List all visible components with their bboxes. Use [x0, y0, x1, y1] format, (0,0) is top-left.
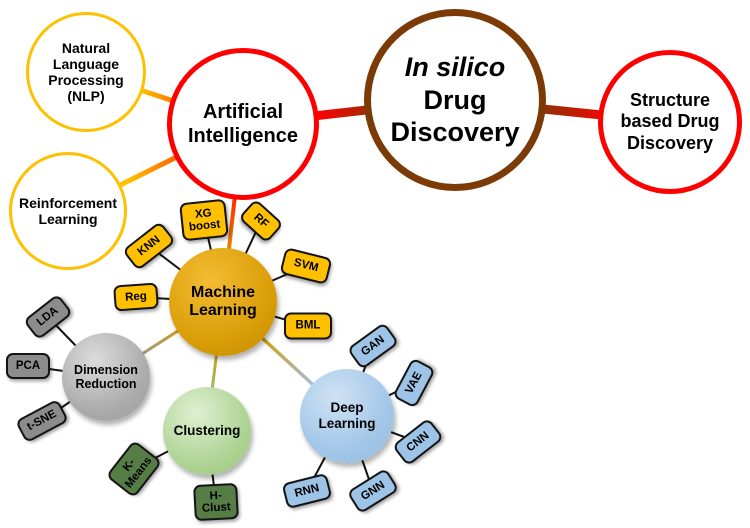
- node-center-line1: In silico: [404, 52, 506, 83]
- node-hclust-label: H- Clust: [201, 489, 231, 515]
- node-center-line3: Discovery: [390, 117, 520, 148]
- node-svm-label: SVM: [292, 257, 320, 275]
- node-dimension-reduction: Dimension Reduction: [62, 333, 150, 421]
- node-reinforcement-learning-label: Reinforcement Learning: [18, 194, 118, 227]
- node-bml: BML: [284, 312, 332, 340]
- node-deep-learning: Deep Learning: [300, 369, 394, 463]
- node-reg-label: Reg: [124, 290, 148, 304]
- node-gnn-label: GNN: [358, 479, 388, 503]
- node-knn-label: KNN: [135, 233, 163, 259]
- node-reinforcement-learning: Reinforcement Learning: [9, 152, 127, 270]
- node-bml-label: BML: [295, 319, 321, 332]
- node-gan-label: GAN: [359, 333, 387, 359]
- node-clustering-label: Clustering: [173, 423, 241, 439]
- node-structure-label: Structure based Drug Discovery: [620, 89, 720, 153]
- node-xgboost: XG boost: [179, 198, 229, 242]
- node-xgboost-label: XG boost: [188, 207, 221, 234]
- node-pca: PCA: [6, 353, 50, 379]
- node-deep-learning-label: Deep Learning: [318, 400, 376, 431]
- node-machine-learning: Machine Learning: [169, 248, 277, 356]
- node-rf-label: RF: [251, 211, 271, 231]
- node-structure-based-drug-discovery: Structure based Drug Discovery: [598, 50, 742, 194]
- node-nlp: Natural Language Processing (NLP): [26, 12, 146, 132]
- node-artificial-intelligence-label: Artificial Intelligence: [187, 101, 299, 147]
- node-hclust: H- Clust: [193, 482, 239, 522]
- node-center-line2: Drug: [423, 84, 487, 115]
- node-nlp-label: Natural Language Processing (NLP): [48, 39, 124, 105]
- node-clustering: Clustering: [163, 387, 251, 475]
- node-rnn-label: RNN: [293, 482, 321, 500]
- node-machine-learning-label: Machine Learning: [189, 283, 257, 319]
- node-lda-label: LDA: [34, 304, 61, 329]
- node-reg: Reg: [113, 282, 159, 312]
- node-artificial-intelligence: Artificial Intelligence: [167, 48, 319, 200]
- node-dimension-reduction-label: Dimension Reduction: [74, 362, 138, 391]
- node-in-silico-drug-discovery: In silico Drug Discovery: [364, 9, 546, 191]
- node-pca-label: PCA: [15, 359, 41, 372]
- node-cnn-label: CNN: [404, 429, 432, 455]
- node-vae-label: VAE: [403, 370, 425, 396]
